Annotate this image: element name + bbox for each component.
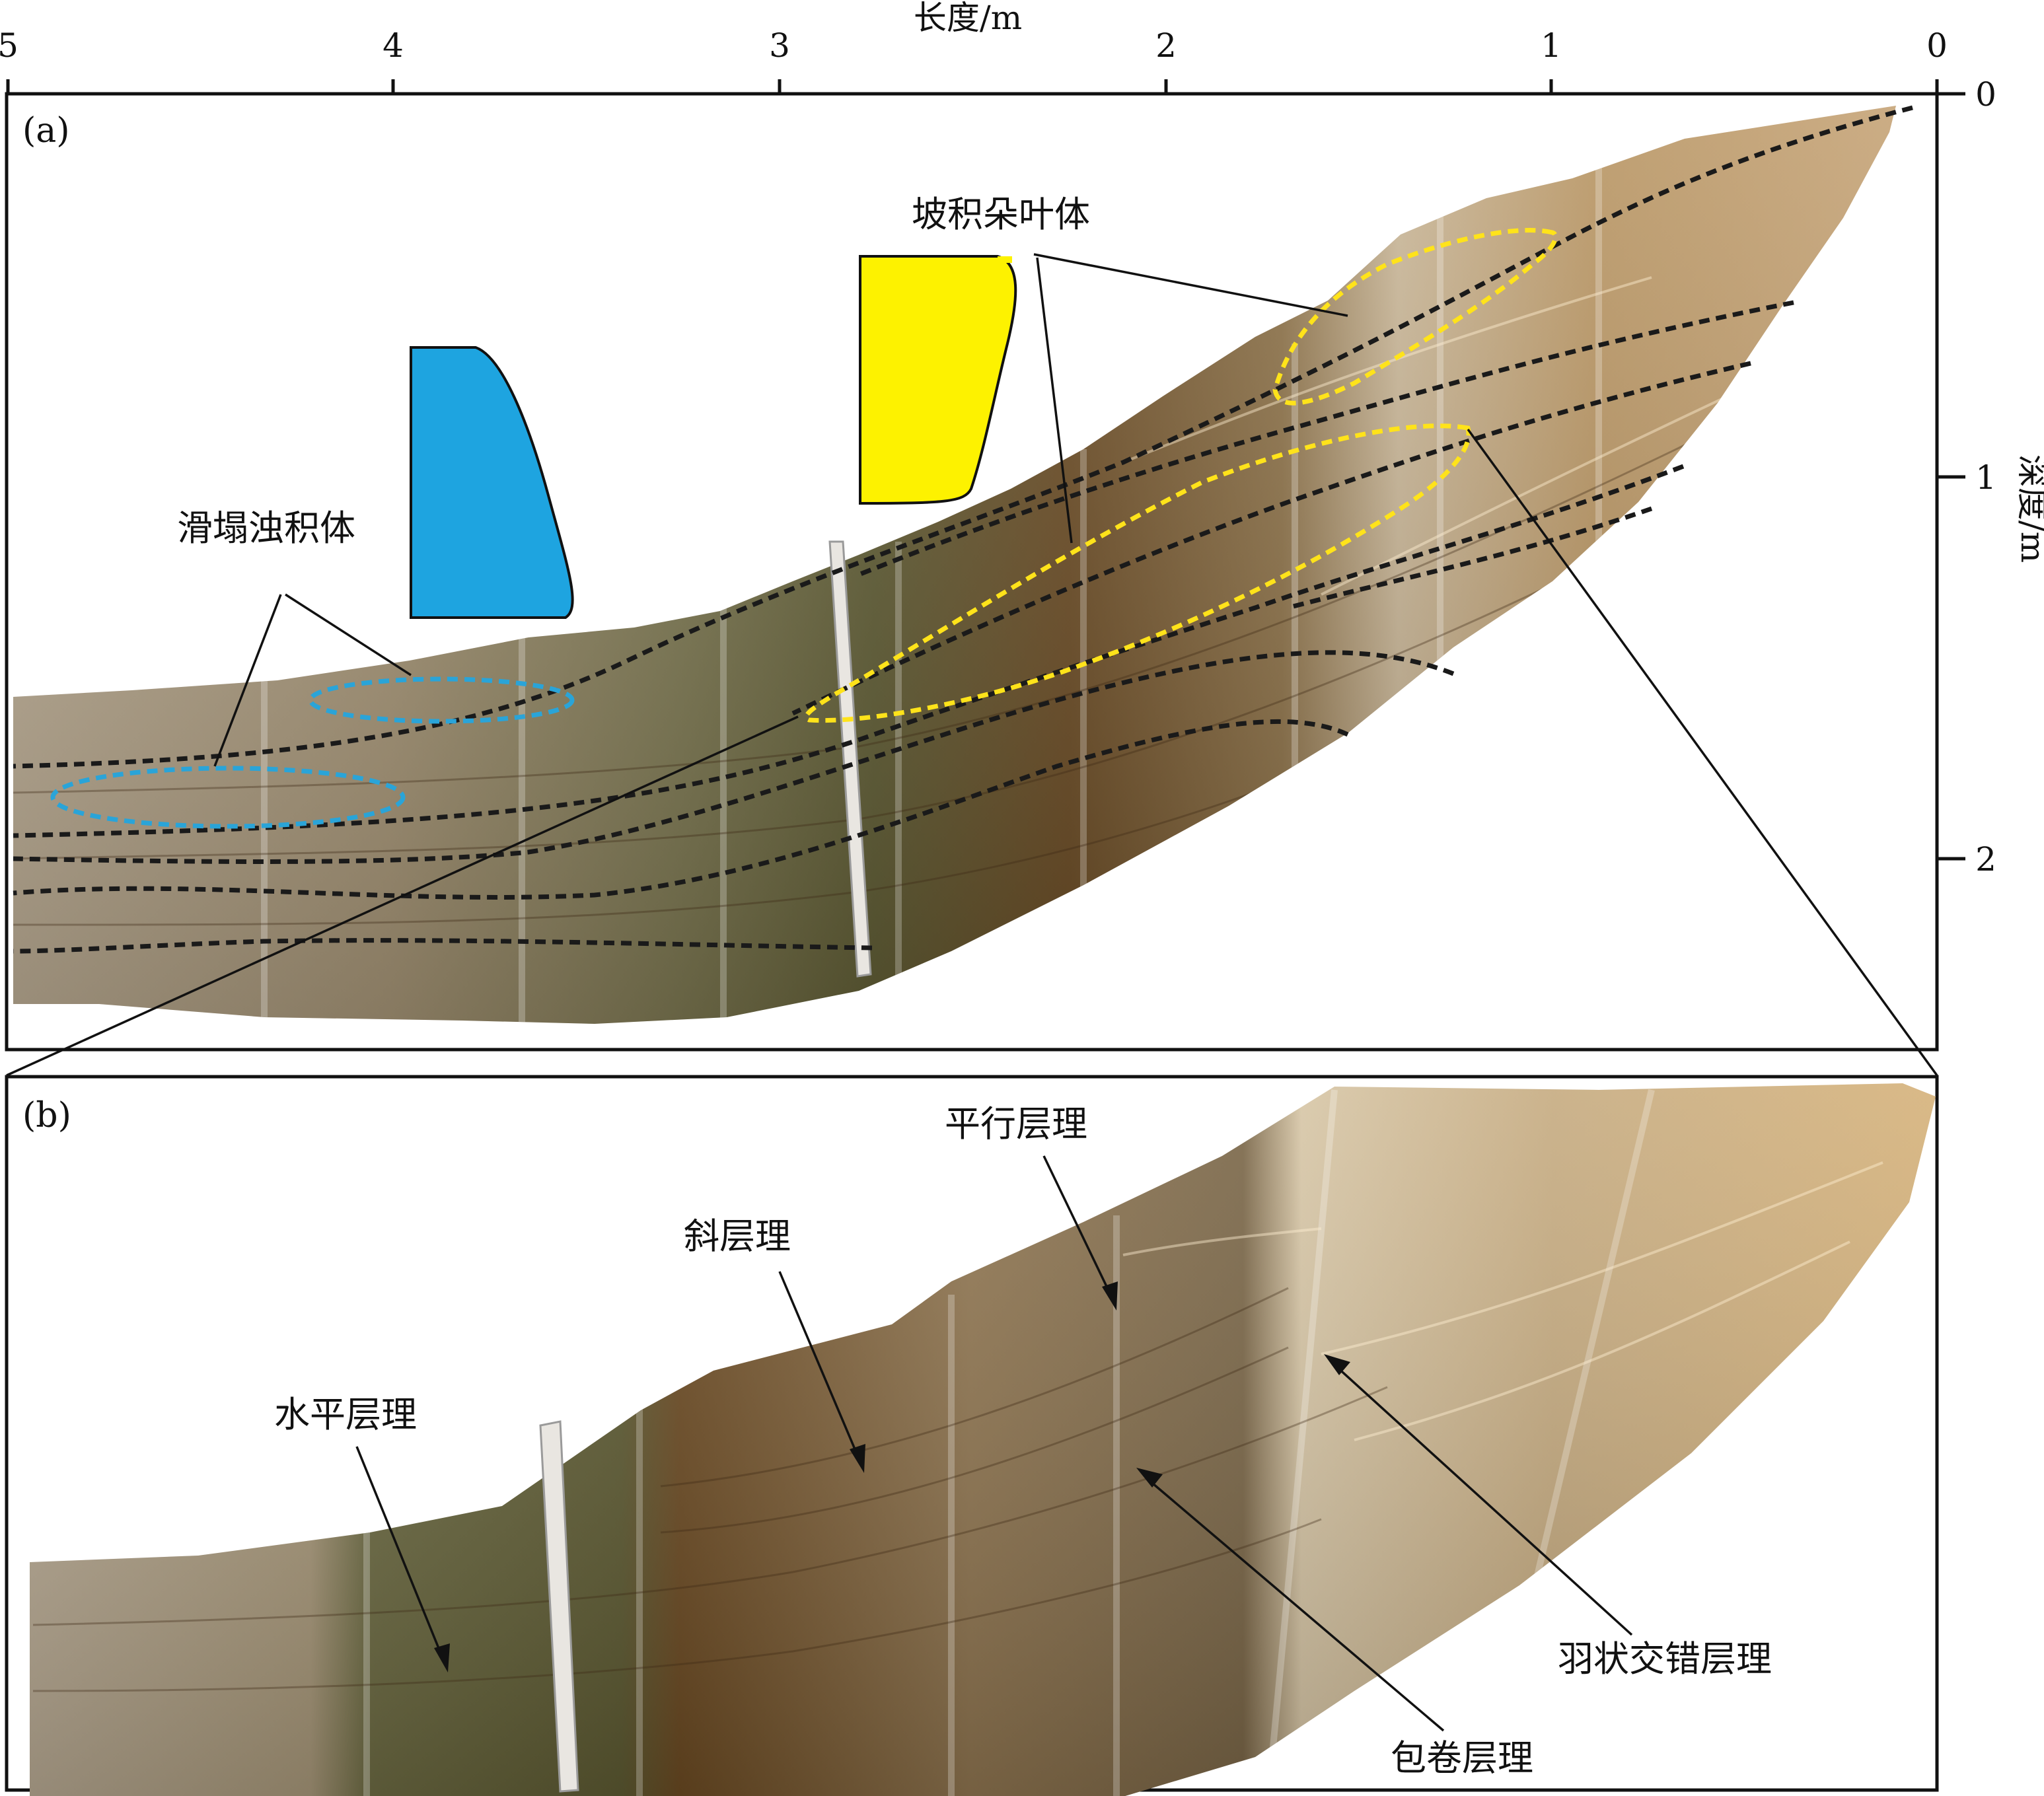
- slump-outline-left: [50, 766, 406, 829]
- slope-lobe-outlines: [803, 228, 1558, 723]
- lobe-leader-2: [1036, 257, 1073, 544]
- slump-turbidite-symbol: [410, 346, 574, 619]
- slope-lobe-label: 坡积朵叶体: [912, 194, 1090, 235]
- slope-lobe-symbol: [859, 255, 1017, 505]
- outcrop-photo-b: [30, 1083, 1936, 1796]
- depth-tick-0: 0: [1975, 75, 1996, 114]
- oblique-bedding-leader: [778, 1271, 860, 1459]
- panel-b: (b) 水平层理 斜层理 平行层理: [5, 1075, 1939, 1796]
- depth-axis: 0 1 2 深度/m: [1937, 75, 2044, 879]
- bedding-line-4: [13, 464, 1685, 838]
- depth-tick-2: 2: [1975, 840, 1996, 879]
- horizontal-bedding-label: 水平层理: [274, 1394, 417, 1435]
- length-tick-4: 4: [383, 26, 404, 65]
- herringbone-cross-bedding-leader: [1334, 1365, 1633, 1636]
- lobe-leader-1: [1033, 253, 1348, 317]
- zoom-connector-right: [1467, 428, 1938, 1077]
- zoom-connector-left: [6, 715, 799, 1077]
- slump-turbidite-label: 滑塌浊积体: [177, 507, 355, 549]
- measuring-tape-a: [828, 540, 872, 978]
- depth-tick-1: 1: [1975, 458, 1996, 497]
- bedding-line-7: [13, 719, 1349, 900]
- herringbone-cross-bedding-label: 羽状交错层理: [1558, 1638, 1772, 1680]
- length-axis: 长度/m 5 4 3 2 1 0: [0, 0, 1948, 96]
- panel-a: (a): [5, 92, 1939, 1077]
- slump-leader-1: [213, 594, 282, 767]
- parallel-bedding-leader: [1042, 1155, 1113, 1297]
- length-tick-5: 5: [0, 26, 18, 65]
- bedding-line-3: [791, 361, 1751, 716]
- bedding-line-1: [13, 105, 1913, 769]
- convolute-bedding-leader: [1147, 1478, 1445, 1732]
- length-tick-0: 0: [1926, 26, 1948, 65]
- slump-turbidite-outlines: [50, 676, 575, 829]
- bedding-line-6: [13, 650, 1455, 864]
- oblique-bedding-label: 斜层理: [684, 1215, 791, 1257]
- convolute-bedding-label: 包卷层理: [1391, 1737, 1533, 1779]
- length-tick-3: 3: [769, 26, 790, 65]
- bedding-line-8: [13, 938, 873, 954]
- horizontal-bedding-leader: [355, 1446, 444, 1659]
- panel-a-frame: [5, 92, 1939, 1052]
- outcrop-photo-a: [13, 106, 1896, 1024]
- length-tick-1: 1: [1541, 26, 1562, 65]
- depth-axis-title: 深度/m: [2014, 454, 2044, 563]
- bedding-boundaries: [13, 105, 1913, 954]
- slump-outline-right: [308, 676, 575, 724]
- slope-lobe-outline-lower: [803, 423, 1471, 723]
- length-axis-title: 长度/m: [914, 0, 1022, 37]
- length-tick-2: 2: [1155, 26, 1177, 65]
- panel-b-letter: (b): [22, 1096, 71, 1135]
- bedding-line-2: [858, 300, 1794, 577]
- bedding-line-5: [1288, 506, 1653, 610]
- measuring-tape-b: [539, 1420, 579, 1793]
- panel-a-letter: (a): [22, 111, 70, 151]
- slope-lobe-outline-upper: [1272, 228, 1558, 406]
- slump-leader-2: [285, 593, 412, 676]
- parallel-bedding-label: 平行层理: [945, 1103, 1087, 1145]
